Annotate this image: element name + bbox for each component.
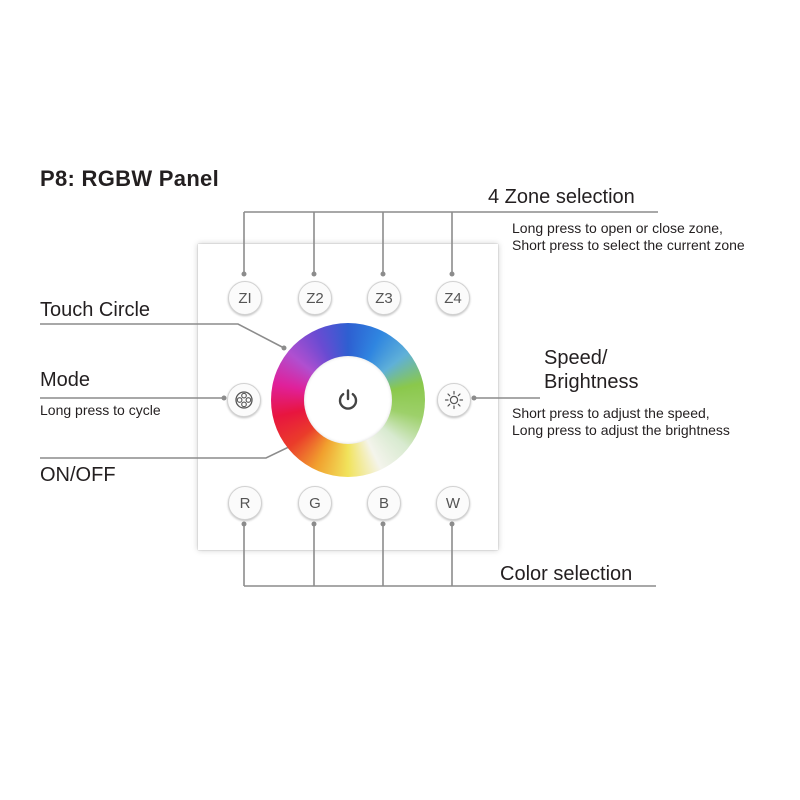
zone-4-button[interactable]: Z4 [436, 281, 470, 315]
color-r-button[interactable]: R [228, 486, 262, 520]
onoff-button[interactable] [304, 356, 392, 444]
mode-icon [235, 391, 253, 409]
zone-desc-line1: Long press to open or close zone, [512, 220, 723, 236]
mode-button[interactable] [227, 383, 261, 417]
touch-circle-label: Touch Circle [40, 299, 151, 321]
color-heading: Color selection [500, 563, 633, 585]
color-w-button[interactable]: W [436, 486, 470, 520]
speed-desc-line2: Long press to adjust the brightness [512, 422, 730, 438]
sun-icon [444, 390, 464, 410]
speed-label-line1: Speed/ [544, 347, 608, 369]
mode-label: Mode [40, 369, 91, 391]
speed-brightness-button[interactable] [437, 383, 471, 417]
power-icon [338, 389, 358, 410]
zone-1-button[interactable]: ZI [228, 281, 262, 315]
speed-label-line2: Brightness [544, 371, 639, 393]
zone-2-button[interactable]: Z2 [298, 281, 332, 315]
speed-desc-line1: Short press to adjust the speed, [512, 405, 710, 421]
zone-heading: 4 Zone selection [488, 186, 635, 208]
color-b-button[interactable]: B [367, 486, 401, 520]
onoff-label: ON/OFF [40, 464, 116, 486]
color-g-button[interactable]: G [298, 486, 332, 520]
touch-circle-line [40, 323, 285, 349]
zone-3-button[interactable]: Z3 [367, 281, 401, 315]
mode-desc: Long press to cycle [40, 402, 161, 418]
zone-desc-line2: Short press to select the current zone [512, 237, 745, 253]
page-title: P8: RGBW Panel [40, 166, 220, 191]
